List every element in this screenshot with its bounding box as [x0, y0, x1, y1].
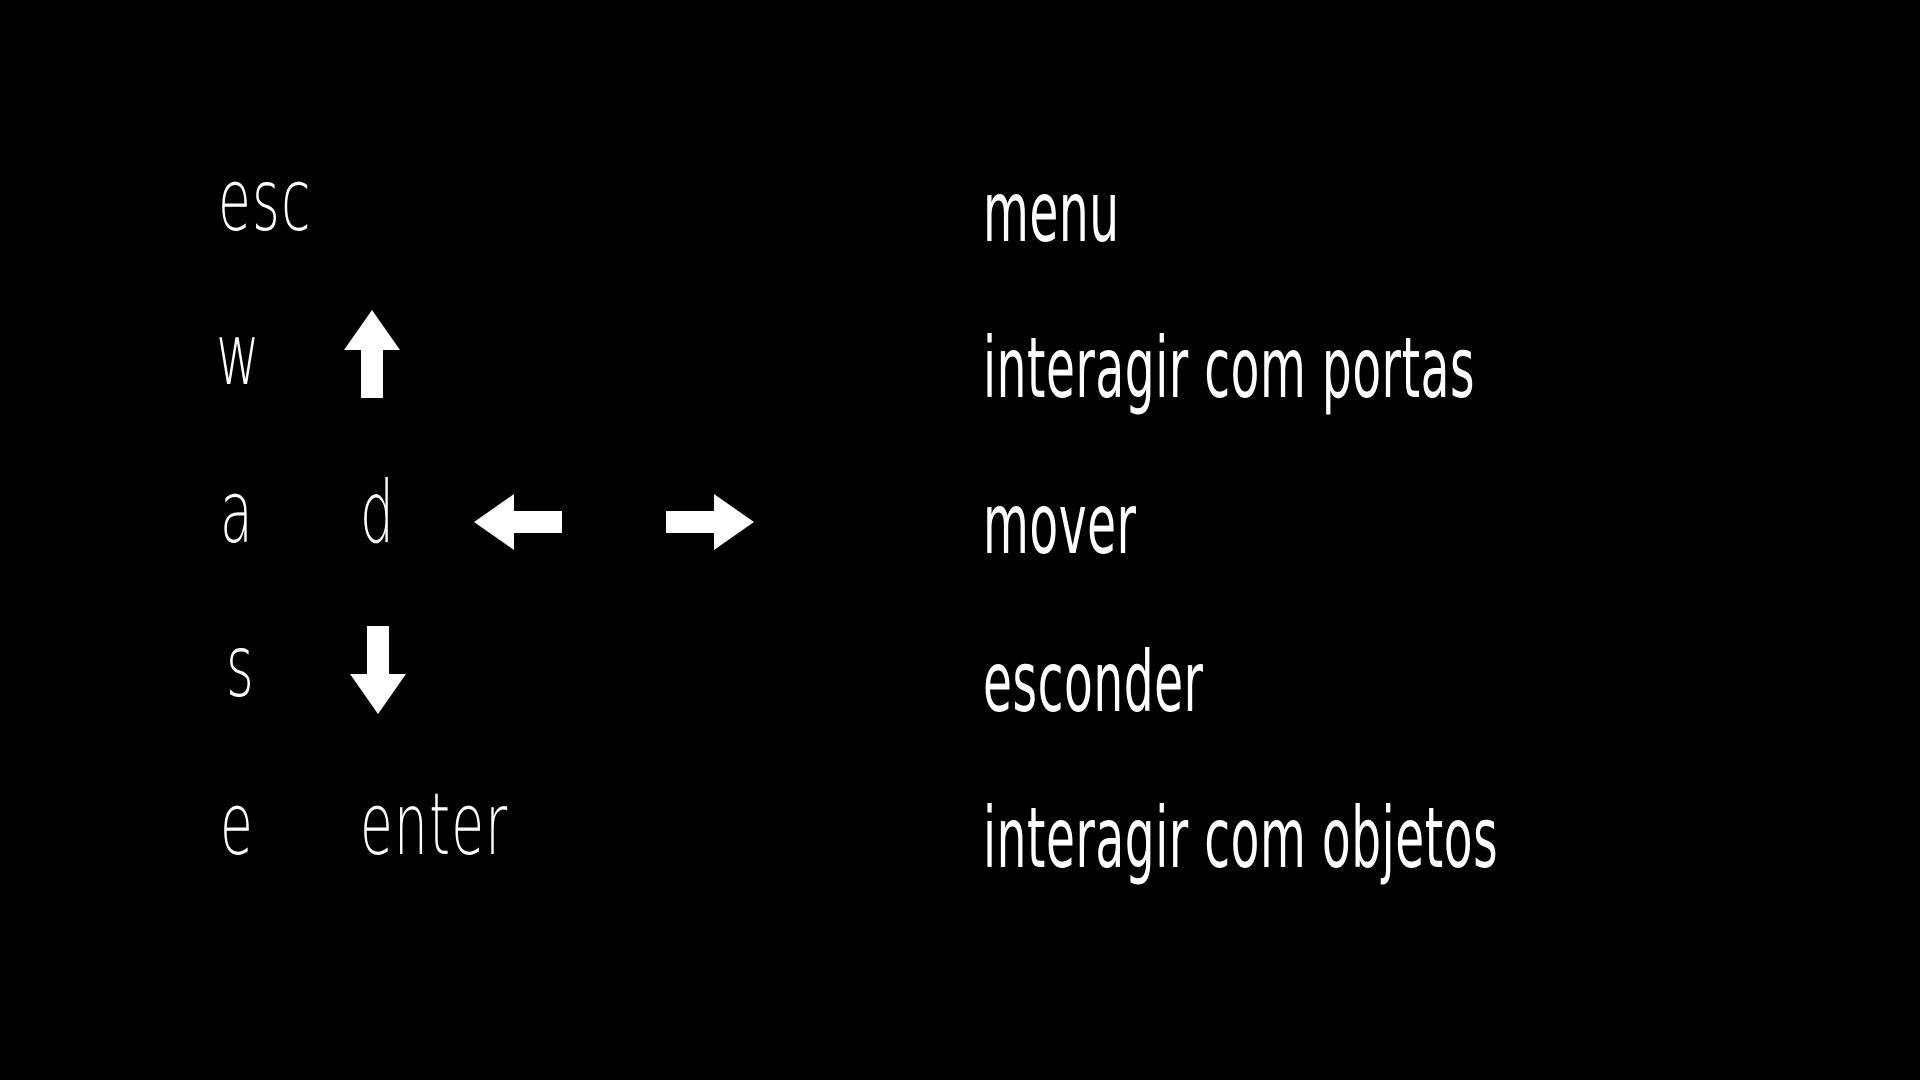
arrow-left-icon — [474, 494, 562, 550]
key-s: s — [226, 617, 256, 717]
action-interagir-com-objetos: interagir com objetos — [983, 789, 1499, 887]
arrow-down-icon — [350, 626, 406, 714]
key-d: d — [360, 463, 396, 563]
action-interagir-com-portas: interagir com portas — [983, 319, 1476, 417]
key-e: e — [220, 775, 255, 875]
key-a: a — [220, 463, 254, 563]
arrow-right-icon — [666, 494, 754, 550]
action-menu: menu — [983, 163, 1120, 261]
key-esc: esc — [218, 151, 312, 251]
action-mover: mover — [983, 475, 1137, 573]
arrow-up-icon — [344, 310, 400, 398]
key-w: w — [216, 305, 261, 405]
action-esconder: esconder — [983, 633, 1204, 731]
key-enter: enter — [360, 775, 509, 875]
